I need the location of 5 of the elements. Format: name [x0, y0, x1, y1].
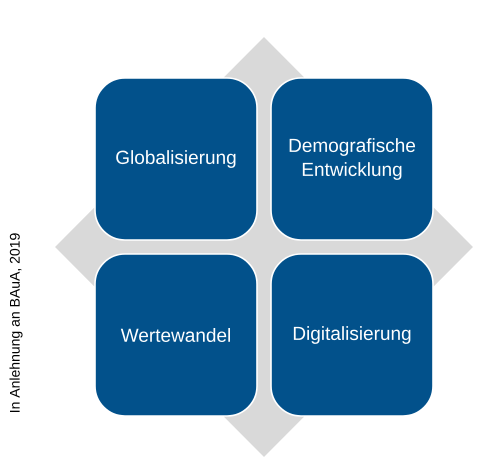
topic-box: Demografische Entwicklung: [270, 77, 434, 241]
source-note: In Anlehnung an BAuA, 2019: [9, 233, 23, 412]
topic-box: Wertewandel: [94, 253, 258, 417]
topic-box: Digitalisierung: [270, 253, 434, 417]
topic-box: Globalisierung: [94, 77, 258, 241]
